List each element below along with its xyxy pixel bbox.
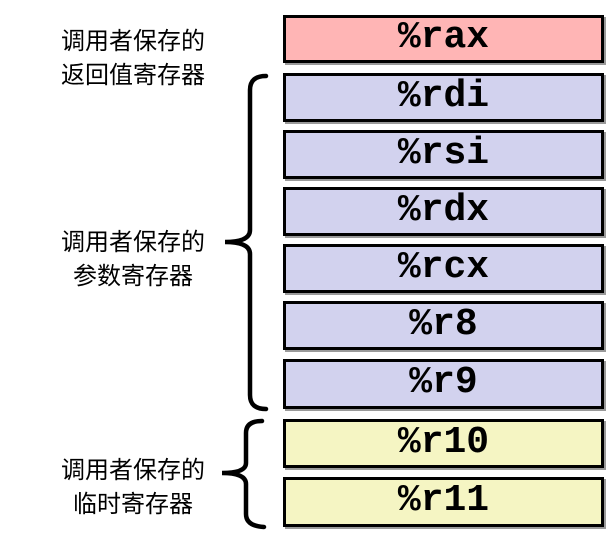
register-box-rsi: %rsi — [283, 130, 604, 179]
label-parameter-line1: 调用者保存的 — [61, 228, 205, 256]
register-name-rsi: %rsi — [397, 131, 490, 175]
register-box-rdi: %rdi — [283, 73, 604, 122]
label-parameter-line2: 参数寄存器 — [73, 262, 193, 290]
register-box-rax: %rax — [283, 15, 604, 63]
label-temporary-line1: 调用者保存的 — [61, 456, 205, 484]
register-name-rcx: %rcx — [397, 245, 490, 289]
register-box-rdx: %rdx — [283, 187, 604, 236]
register-name-r8: %r8 — [409, 302, 478, 346]
register-box-rcx: %rcx — [283, 244, 604, 293]
register-name-r9: %r9 — [409, 361, 478, 404]
register-name-r11: %r11 — [397, 479, 490, 522]
register-name-rdx: %rdx — [397, 188, 490, 232]
register-name-r10: %r10 — [397, 420, 490, 464]
label-temporary-registers: 调用者保存的 临时寄存器 — [22, 453, 244, 521]
register-box-r11: %r11 — [283, 477, 604, 527]
label-return-value-registers: 调用者保存的 返回值寄存器 — [22, 24, 244, 92]
register-name-rax: %rax — [397, 16, 490, 59]
register-box-r9: %r9 — [283, 359, 604, 409]
register-box-r8: %r8 — [283, 301, 604, 350]
label-temporary-line2: 临时寄存器 — [73, 490, 193, 518]
label-return-value-line2: 返回值寄存器 — [61, 61, 205, 89]
label-return-value-line1: 调用者保存的 — [61, 27, 205, 55]
register-box-r10: %r10 — [283, 419, 604, 468]
label-parameter-registers: 调用者保存的 参数寄存器 — [22, 225, 244, 293]
register-name-rdi: %rdi — [397, 74, 490, 118]
